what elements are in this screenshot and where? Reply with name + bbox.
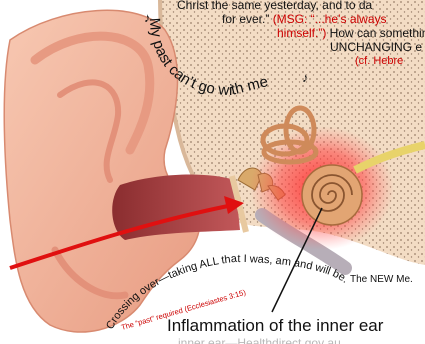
verse-line-3a: himself.”) [277,26,326,40]
music-note-icon: ♪ [302,70,309,85]
caption: Inflammation of the inner ear [167,316,384,335]
verse-line-3b: How can something [326,26,425,40]
verse-line-4: UNCHANGING e [330,40,422,54]
verse-line-1: Christ the same yesterday, and to da [177,0,373,12]
verse-line-2b: (MSG: “...he’s always [273,12,387,26]
new-me-label: The NEW Me. [350,274,413,285]
source-text: inner ear—Healthdirect gov au [178,336,341,344]
svg-text:for ever.” (MSG: “...he’s alwa: for ever.” (MSG: “...he’s always [222,12,387,26]
svg-text:himself.”) How can something: himself.”) How can something [277,26,425,40]
verse-line-5: (cf. Hebre [355,55,403,67]
cochlea [302,165,362,225]
verse-line-2a: for ever.” [222,12,273,26]
